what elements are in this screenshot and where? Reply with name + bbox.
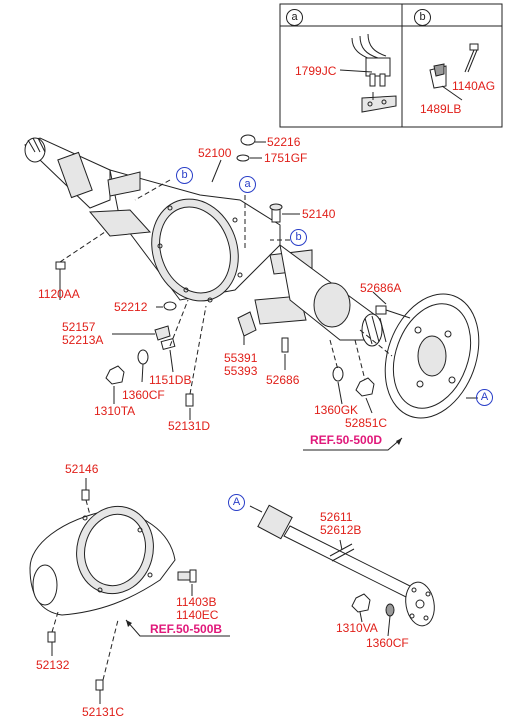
marker-b-upper: b <box>176 167 193 184</box>
label-55393: 55393 <box>224 364 258 378</box>
label-1360GK: 1360GK <box>314 403 359 417</box>
inset-marker-b: b <box>414 9 431 26</box>
label-52212: 52212 <box>114 300 148 314</box>
marker-b-lower: b <box>290 229 307 246</box>
label-52612B: 52612B <box>320 523 362 537</box>
label-55391: 55391 <box>224 351 258 365</box>
label-52146: 52146 <box>65 462 99 476</box>
marker-A-lower: A <box>228 494 245 511</box>
label-1120AA: 1120AA <box>38 287 80 301</box>
label-52611: 52611 <box>320 510 353 524</box>
label-1799JC: 1799JC <box>295 64 337 78</box>
differential-carrier-drawing <box>29 489 197 691</box>
dashed-leaders-top <box>59 179 393 395</box>
label-1360CF-bottom: 1360CF <box>366 636 409 650</box>
label-52132: 52132 <box>36 658 70 672</box>
leaders-top <box>112 141 478 420</box>
label-11403B: 11403B <box>176 595 217 609</box>
label-52213A: 52213A <box>62 333 104 347</box>
marker-a: a <box>239 176 256 193</box>
small-parts-top <box>55 134 411 407</box>
clip-bolt-drawing <box>429 43 479 101</box>
label-52140: 52140 <box>302 207 336 221</box>
inset-frame <box>279 3 503 128</box>
drive-shaft-drawing <box>249 504 435 637</box>
label-52157: 52157 <box>62 320 96 334</box>
backing-plate-drawing <box>384 293 480 419</box>
leaders-bottom <box>51 478 193 704</box>
ref-50-500D: REF.50-500D <box>310 433 383 447</box>
ref-50-500B: REF.50-500B <box>150 622 223 636</box>
label-1489LB: 1489LB <box>420 102 462 116</box>
label-1310TA: 1310TA <box>94 404 136 418</box>
label-1151DB: 1151DB <box>149 373 192 387</box>
label-1140EC: 1140EC <box>176 608 219 622</box>
marker-A-upper: A <box>476 389 493 406</box>
inset-marker-a: a <box>286 9 303 26</box>
label-1751GF: 1751GF <box>264 151 308 165</box>
label-52686A: 52686A <box>360 281 402 295</box>
connector-drawing <box>339 33 397 113</box>
label-1310VA: 1310VA <box>336 621 378 635</box>
label-1360CF-top: 1360CF <box>122 388 165 402</box>
label-52851C: 52851C <box>345 416 388 430</box>
label-1140AG: 1140AG <box>452 79 496 93</box>
label-52686: 52686 <box>266 373 300 387</box>
axle-housing-drawing <box>24 137 387 347</box>
label-52216: 52216 <box>267 135 301 149</box>
label-52131D: 52131D <box>168 419 211 433</box>
label-52131C: 52131C <box>82 705 125 719</box>
label-52100: 52100 <box>198 146 232 160</box>
